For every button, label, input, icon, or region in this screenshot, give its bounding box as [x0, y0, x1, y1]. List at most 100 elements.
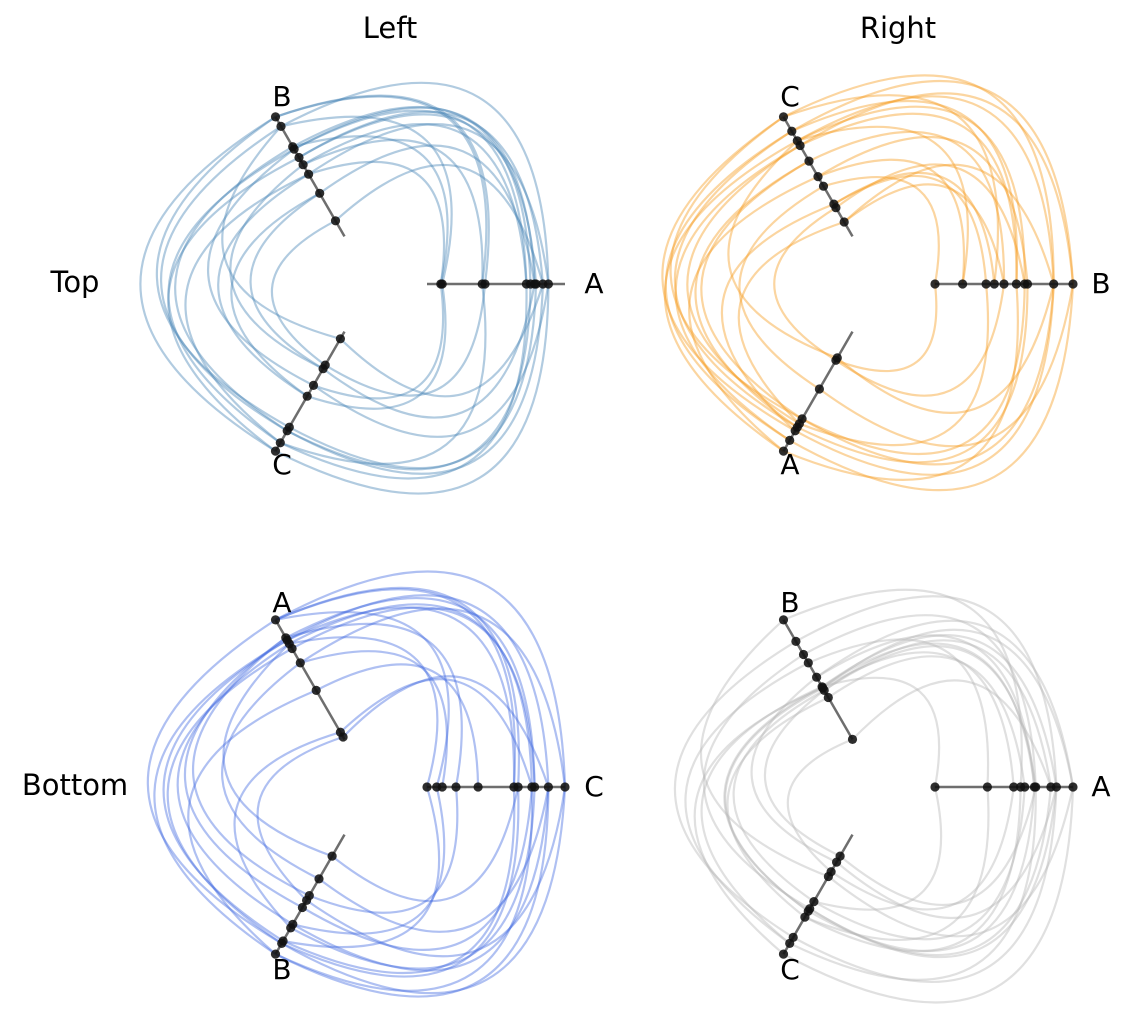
node-dot	[315, 188, 325, 198]
edge-curve	[318, 786, 550, 933]
node-dot	[286, 923, 296, 933]
edge-curve	[306, 283, 447, 410]
edge-curve	[313, 283, 445, 400]
node-dot	[958, 279, 968, 289]
node-dot	[823, 871, 834, 882]
node-dot	[304, 169, 314, 179]
node-dot	[422, 782, 432, 792]
edge-curve	[807, 786, 1036, 953]
edge-curve	[162, 639, 288, 942]
edge-curve	[230, 192, 321, 398]
node-dot	[1049, 279, 1059, 289]
edge-curve	[286, 594, 550, 788]
node-dot	[335, 334, 345, 344]
axis-label-north-west: B	[272, 80, 291, 113]
edge-curve	[851, 679, 1052, 788]
edge-curve	[183, 636, 303, 909]
node-dot	[847, 734, 858, 745]
node-dot	[270, 112, 281, 122]
edge-curve	[804, 786, 990, 941]
edge-curve	[167, 156, 300, 452]
node-dot	[330, 216, 341, 226]
edge-curve	[290, 786, 536, 970]
node-dot	[812, 672, 822, 682]
panel-nodes	[270, 112, 554, 456]
edge-curve	[813, 786, 943, 911]
edge-curve	[308, 160, 446, 285]
axis-label-east: B	[1091, 267, 1110, 300]
edge-curve	[146, 618, 283, 945]
edge-curve	[292, 786, 446, 935]
node-dot	[817, 682, 827, 692]
edge-curve	[750, 676, 838, 864]
node-dot	[800, 912, 810, 922]
node-dot	[270, 446, 281, 456]
edge-curve	[279, 283, 487, 465]
axis-label-north-west: C	[780, 80, 800, 113]
edge-curve	[302, 138, 484, 285]
panel-top-left: A B C	[139, 80, 604, 495]
edge-curve	[796, 125, 969, 285]
edge-curve	[669, 116, 803, 420]
edge-curve	[801, 283, 1055, 466]
edge-curve	[818, 283, 1075, 448]
edge-curve	[153, 639, 288, 956]
axis-label-east: A	[584, 267, 603, 300]
node-dot	[311, 685, 321, 696]
edge-curve	[282, 786, 441, 949]
edge-curve	[293, 109, 528, 285]
edge-curve	[686, 144, 801, 425]
column-title-left: Left	[363, 11, 418, 45]
edge-curve	[334, 163, 544, 285]
node-dot	[982, 782, 993, 792]
node-dot	[480, 279, 490, 289]
node-dot	[823, 692, 833, 703]
edge-curve	[839, 786, 1037, 906]
edge-curve	[275, 786, 534, 992]
edge-curve	[700, 619, 829, 878]
edge-curve	[791, 99, 1019, 285]
node-dot	[798, 649, 809, 660]
edge-curve	[663, 139, 798, 453]
node-dot	[335, 727, 345, 737]
axis-label-south-west: C	[780, 953, 800, 986]
edge-curve	[836, 283, 1055, 414]
panel-bottom-right: A B C	[673, 586, 1111, 1004]
edge-curve	[167, 148, 295, 444]
node-dot	[437, 279, 447, 289]
edge-curve	[275, 588, 516, 788]
edge-curve	[187, 689, 317, 955]
edge-curve	[763, 689, 841, 858]
edge-curve	[794, 283, 1055, 476]
node-dot	[531, 279, 541, 289]
node-dot	[792, 136, 802, 146]
node-dot	[831, 355, 841, 365]
edge-curve	[796, 105, 1026, 285]
edge-curve	[342, 675, 550, 788]
edge-curve	[282, 786, 516, 974]
edge-curve	[823, 639, 1052, 788]
edge-curve	[270, 219, 337, 366]
edge-curve	[217, 173, 310, 398]
node-dot	[930, 782, 940, 792]
edge-curve	[737, 220, 845, 425]
edge-curve	[723, 685, 823, 912]
edge-curve	[673, 130, 798, 429]
edge-curve	[783, 74, 1055, 285]
node-dot	[308, 380, 319, 390]
node-dot	[1068, 279, 1078, 289]
edge-curve	[322, 283, 536, 419]
edge-curve	[174, 145, 294, 432]
edge-curve	[789, 283, 1075, 492]
edge-curve	[835, 786, 1058, 920]
edge-curve	[694, 160, 810, 429]
edge-curve	[275, 94, 490, 285]
node-dot	[294, 152, 304, 163]
edge-curve	[833, 174, 988, 285]
edge-curve	[804, 786, 1022, 953]
edge-curve	[799, 112, 1018, 285]
panel-edges	[139, 81, 550, 495]
edge-curve	[700, 160, 810, 420]
edge-curve	[256, 735, 344, 902]
node-dot	[281, 633, 291, 643]
